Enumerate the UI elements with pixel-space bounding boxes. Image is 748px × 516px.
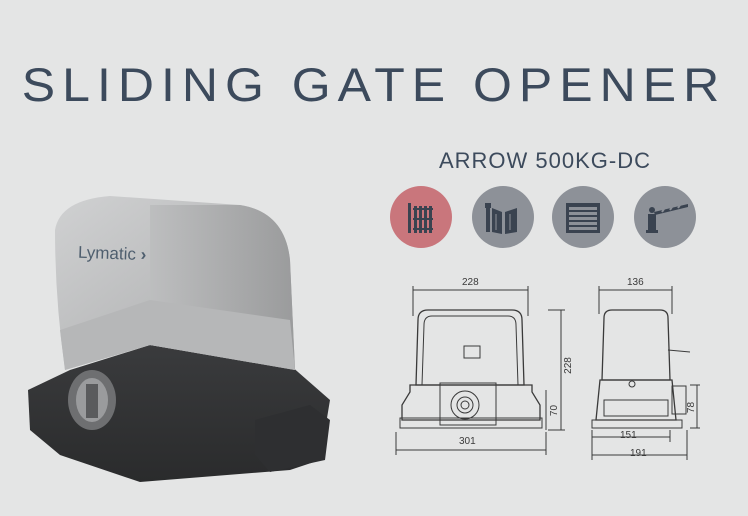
dim-side-total-width: 191 (630, 448, 647, 459)
dim-front-base-width: 301 (459, 436, 476, 447)
dim-side-bottom-width: 151 (620, 430, 637, 441)
dim-side-top-width: 136 (627, 277, 644, 288)
barrier-gate-icon[interactable] (634, 186, 696, 248)
dim-front-width: 228 (462, 277, 479, 288)
application-icons (390, 184, 710, 248)
rolling-door-icon[interactable] (552, 186, 614, 248)
swing-gate-icon[interactable] (472, 186, 534, 248)
page-title: SLIDING GATE OPENER (21, 58, 727, 112)
model-subtitle: ARROW 500KG-DC (438, 148, 652, 173)
dim-front-base-height: 70 (549, 404, 561, 417)
dim-front-height: 228 (562, 357, 574, 374)
sliding-gate-icon[interactable] (390, 186, 452, 248)
dim-side-height: 78 (686, 401, 698, 414)
